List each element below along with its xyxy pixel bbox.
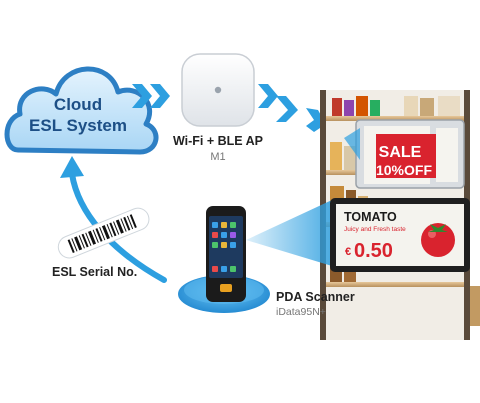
nfc-beam [246,200,332,266]
sale-tag-line2: 10%OFF [376,162,432,178]
cloud-icon [4,66,159,155]
pda-model: iData95N+ [276,306,326,318]
barcode-icon [57,207,150,259]
signal-beam [344,128,360,160]
pda-title: PDA Scanner [276,290,355,304]
pda-scanner-device [206,206,246,302]
cloud-title-line2: ESL System [29,116,127,135]
chevron-arrows-icon [132,84,170,108]
chevron-arrows-right-icon [258,84,298,122]
access-point-model: M1 [210,151,225,163]
product-tag-price: 0.50 [354,240,393,262]
access-point-device [181,53,255,127]
product-tag-name: TOMATO [344,210,397,224]
cloud-title-line1: Cloud [54,95,102,114]
access-point-title: Wi-Fi + BLE AP [173,134,263,148]
product-tag-currency: € [345,246,351,258]
product-tag-desc: Juicy and Fresh taste [344,226,406,233]
sale-esl-tag [355,119,465,189]
serial-label: ESL Serial No. [52,265,137,279]
product-esl-tag [330,198,470,272]
sale-tag-line1: SALE [379,144,422,161]
